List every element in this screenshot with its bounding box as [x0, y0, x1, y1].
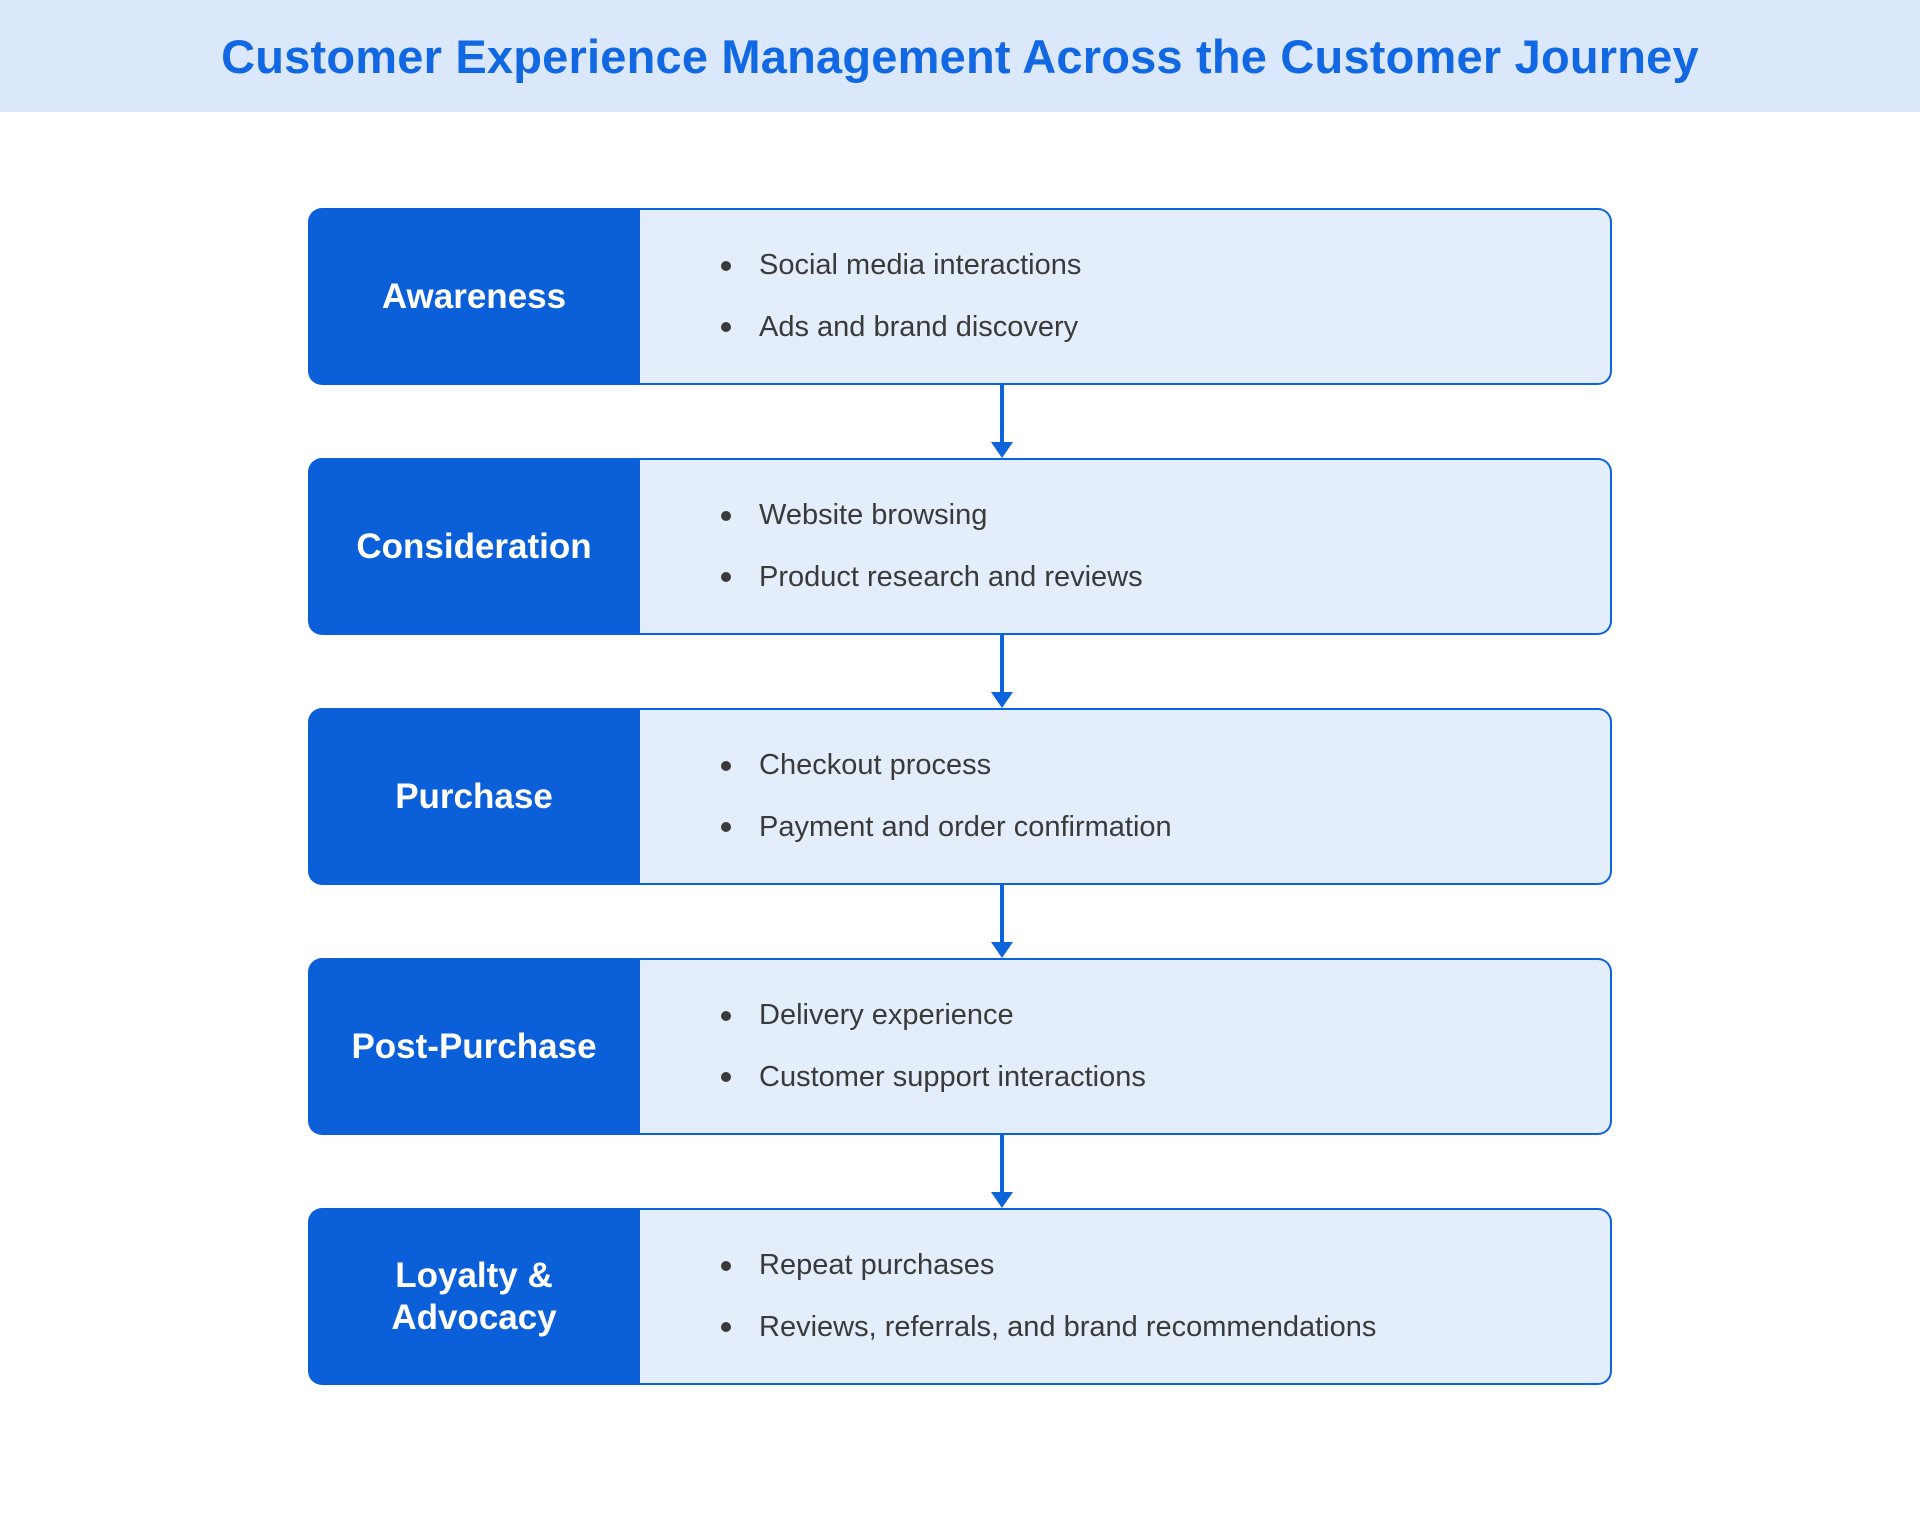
bullet-dot: [721, 1010, 731, 1021]
bullet-text: Product research and reviews: [759, 561, 1143, 593]
arrow-line: [1000, 1135, 1004, 1194]
journey-stage-consideration: Consideration Website browsing Product r…: [308, 458, 1612, 635]
bullet-text: Checkout process: [759, 749, 992, 782]
flow-connector: [308, 1135, 1612, 1208]
bullet-dot: [721, 572, 731, 583]
stage-content: Repeat purchases Reviews, referrals, and…: [640, 1208, 1612, 1385]
bullet-item: Repeat purchases: [721, 1248, 1590, 1283]
arrow-down-icon: [991, 692, 1013, 708]
bullet-dot: [721, 510, 731, 521]
arrow-line: [1000, 385, 1004, 444]
bullet-item: Ads and brand discovery: [721, 310, 1590, 345]
bullet-text: Repeat purchases: [759, 1249, 995, 1282]
bullet-dot: [721, 1072, 731, 1083]
journey-stage-loyalty-advocacy: Loyalty & Advocacy Repeat purchases Revi…: [308, 1208, 1612, 1385]
journey-stage-post-purchase: Post-Purchase Delivery experience Custom…: [308, 958, 1612, 1135]
bullet-dot: [721, 322, 731, 333]
stage-label: Loyalty & Advocacy: [308, 1208, 640, 1385]
bullet-item: Reviews, referrals, and brand recommenda…: [721, 1310, 1590, 1345]
stage-box: Purchase Checkout process Payment and or…: [308, 708, 1612, 885]
bullet-dot: [721, 1260, 731, 1271]
bullet-text: Delivery experience: [759, 999, 1014, 1032]
bullet-item: Website browsing: [721, 498, 1590, 533]
stage-label: Post-Purchase: [308, 958, 640, 1135]
customer-journey-diagram: Awareness Social media interactions Ads …: [308, 208, 1612, 1385]
bullet-item: Customer support interactions: [721, 1060, 1590, 1095]
stage-box: Consideration Website browsing Product r…: [308, 458, 1612, 635]
arrow-down-icon: [991, 1192, 1013, 1208]
flow-connector: [308, 885, 1612, 958]
stage-box: Loyalty & Advocacy Repeat purchases Revi…: [308, 1208, 1612, 1385]
journey-stage-awareness: Awareness Social media interactions Ads …: [308, 208, 1612, 385]
flow-connector: [308, 635, 1612, 708]
bullet-dot: [721, 1322, 731, 1333]
stage-label: Purchase: [308, 708, 640, 885]
page-title: Customer Experience Management Across th…: [221, 29, 1699, 83]
bullet-dot: [721, 260, 731, 271]
bullet-dot: [721, 822, 731, 833]
bullet-item: Checkout process: [721, 748, 1590, 783]
stage-label: Consideration: [308, 458, 640, 635]
bullet-item: Delivery experience: [721, 998, 1590, 1033]
arrow-line: [1000, 635, 1004, 694]
stage-content: Social media interactions Ads and brand …: [640, 208, 1612, 385]
stage-content: Website browsing Product research and re…: [640, 458, 1612, 635]
stage-label: Awareness: [308, 208, 640, 385]
bullet-text: Customer support interactions: [759, 1061, 1146, 1093]
bullet-dot: [721, 760, 731, 771]
bullet-text: Reviews, referrals, and brand recommenda…: [759, 1311, 1377, 1343]
stage-box: Post-Purchase Delivery experience Custom…: [308, 958, 1612, 1135]
bullet-item: Payment and order confirmation: [721, 810, 1590, 845]
bullet-text: Website browsing: [759, 499, 988, 532]
bullet-text: Payment and order confirmation: [759, 811, 1172, 843]
arrow-line: [1000, 885, 1004, 944]
title-banner: Customer Experience Management Across th…: [0, 0, 1920, 112]
stage-content: Delivery experience Customer support int…: [640, 958, 1612, 1135]
stage-box: Awareness Social media interactions Ads …: [308, 208, 1612, 385]
journey-stage-purchase: Purchase Checkout process Payment and or…: [308, 708, 1612, 885]
bullet-item: Product research and reviews: [721, 560, 1590, 595]
bullet-text: Social media interactions: [759, 249, 1082, 282]
stage-content: Checkout process Payment and order confi…: [640, 708, 1612, 885]
flow-connector: [308, 385, 1612, 458]
arrow-down-icon: [991, 942, 1013, 958]
bullet-item: Social media interactions: [721, 248, 1590, 283]
arrow-down-icon: [991, 442, 1013, 458]
bullet-text: Ads and brand discovery: [759, 311, 1079, 343]
